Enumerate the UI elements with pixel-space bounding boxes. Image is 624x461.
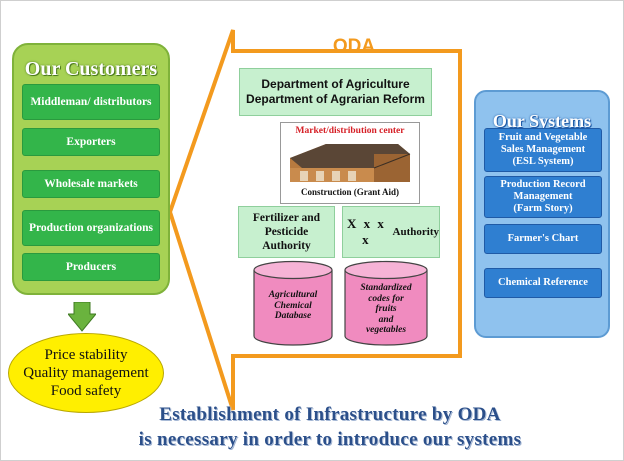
customer-item-producers: Producers	[22, 253, 160, 281]
std-codes-line-3: fruits	[375, 304, 397, 314]
system-item-esl: Fruit and Vegetable Sales Management (ES…	[484, 128, 602, 172]
dept-agriculture: Department of Agriculture	[261, 77, 410, 91]
chemical-db-line-2: Chemical	[274, 300, 312, 311]
banner-line-2: is necessary in order to introduce our s…	[138, 429, 522, 450]
dept-agrarian-reform: Department of Agrarian Reform	[246, 92, 425, 106]
esl-line-1: Fruit and Vegetable	[498, 132, 588, 143]
farm-story-line-1: Production Record	[500, 179, 586, 190]
esl-line-3: (ESL System)	[512, 156, 574, 167]
system-item-farm-story: Production Record Management (Farm Story…	[484, 176, 602, 218]
farm-story-line-3: (Farm Story)	[513, 203, 573, 214]
oda-title: ODA	[332, 36, 376, 57]
fertilizer-line-1: Fertilizer and	[252, 212, 321, 224]
outcome-ellipse: Price stability Quality management Food …	[8, 333, 164, 413]
system-item-chemical-reference: Chemical Reference	[484, 268, 602, 298]
chemical-db-line-3: Database	[274, 311, 312, 321]
chemical-reference-label: Chemical Reference	[498, 277, 588, 288]
farm-story-line-2: Management	[513, 191, 573, 202]
chemical-db-line-1: Agricultural	[268, 290, 318, 300]
customer-item-middleman: Middleman/ distributors	[22, 84, 160, 120]
banner-line-1: Establishment of Infrastructure by ODA	[159, 404, 501, 425]
fertilizer-authority-box: Fertilizer and Pesticide Authority	[238, 206, 335, 258]
x-authority-suffix: Authority	[392, 226, 439, 238]
farmers-chart-label: Farmer's Chart	[507, 233, 579, 244]
outcome-price-stability: Price stability	[44, 347, 128, 363]
customers-title: Our Customers	[24, 58, 158, 80]
down-arrow-icon	[68, 302, 96, 332]
customer-item-production-org: Production organizations	[22, 210, 160, 246]
system-item-farmers-chart: Farmer's Chart	[484, 224, 602, 254]
std-codes-line-5: vegetables	[365, 325, 407, 335]
std-codes-line-2: codes for	[368, 293, 404, 304]
construction-label: Construction (Grant Aid)	[300, 187, 399, 197]
market-center-label: Market/distribution center	[295, 126, 405, 136]
systems-title: Our Systems	[492, 111, 592, 131]
chemical-database-label: Agricultural Chemical Database	[252, 290, 334, 322]
std-codes-line-4: and	[378, 314, 394, 325]
outcome-quality-management: Quality management	[23, 365, 149, 381]
x-authority-box: X x x x Authority	[342, 206, 440, 258]
standardized-codes-label: Standardized codes for fruits and vegeta…	[343, 283, 429, 336]
chemical-database-cylinder	[253, 260, 333, 346]
esl-line-2: Sales Management	[500, 144, 586, 155]
x-authority-prefix: X x x x	[346, 216, 386, 247]
fertilizer-line-3: Authority	[262, 240, 311, 252]
std-codes-line-1: Standardized	[360, 283, 412, 293]
customer-item-wholesale: Wholesale markets	[22, 170, 160, 198]
standardized-codes-cylinder	[344, 260, 428, 346]
warehouse-icon	[290, 144, 411, 182]
customer-item-exporters: Exporters	[22, 128, 160, 156]
fertilizer-line-2: Pesticide	[264, 226, 309, 238]
outcome-food-safety: Food safety	[50, 383, 122, 399]
departments-box: Department of Agriculture Department of …	[239, 68, 432, 116]
